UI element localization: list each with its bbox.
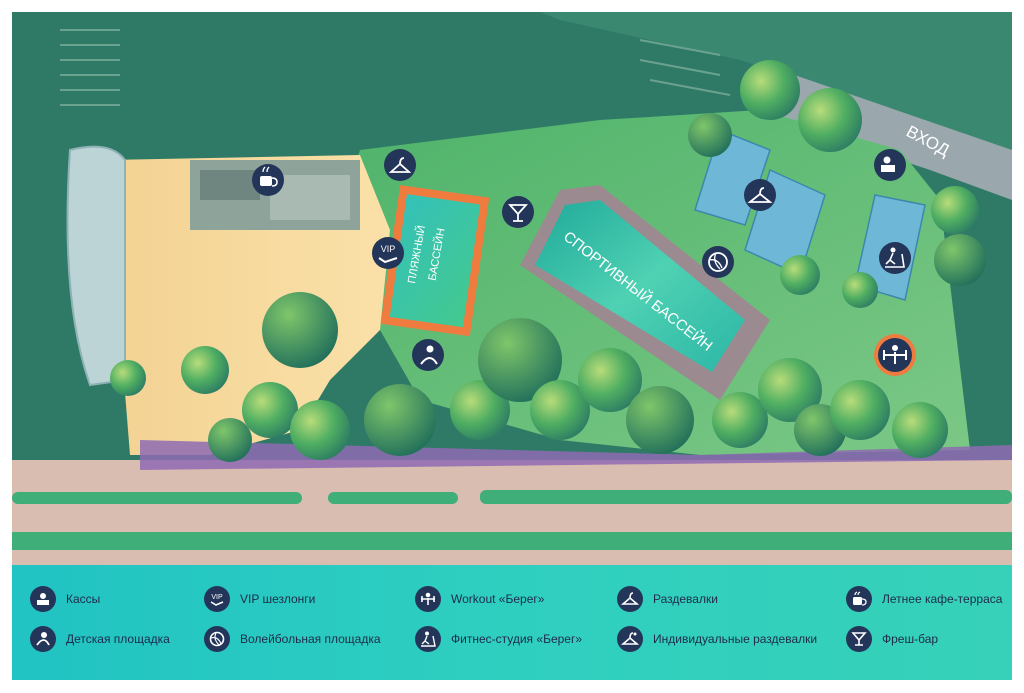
legend-item[interactable]: Летнее кафе-терраса: [846, 585, 1002, 613]
coffee-icon: [846, 586, 872, 612]
map-icon-hanger[interactable]: [744, 179, 776, 211]
volleyball-icon: [204, 626, 230, 652]
median-3: [480, 490, 1012, 504]
legend-item[interactable]: Детская площадка: [30, 625, 170, 653]
legend-label: Фитнес-студия «Берег»: [451, 632, 583, 646]
legend-item[interactable]: Фреш-бар: [846, 625, 938, 653]
legend-item[interactable]: Кассы: [30, 585, 100, 613]
treadmill-icon: [415, 626, 441, 652]
legend-label: Индивидуальные раздевалки: [653, 632, 818, 646]
map-icon-cocktail[interactable]: [502, 196, 534, 228]
road-stripe: [12, 532, 1012, 550]
beach-pool: [380, 185, 490, 337]
map-icon-individual-hanger[interactable]: [384, 149, 416, 181]
map-icon-coffee[interactable]: [252, 164, 284, 196]
legend-label: Летнее кафе-терраса: [882, 592, 1003, 606]
map-icon-vip-lounger[interactable]: VIP: [372, 237, 404, 269]
playground-icon: [30, 626, 56, 652]
legend-item[interactable]: Workout «Берег»: [415, 585, 544, 613]
water-upper-right: [540, 12, 1012, 150]
map-icon-playground[interactable]: [412, 339, 444, 371]
legend: Кассы VIP VIP шезлонги Workout «Берег» Разде…: [12, 565, 1012, 680]
legend-item[interactable]: VIP VIP шезлонги: [204, 585, 315, 613]
legend-label: Workout «Берег»: [451, 592, 545, 606]
legend-item[interactable]: Волейбольная площадка: [204, 625, 381, 653]
cocktail-icon: [846, 626, 872, 652]
median-1: [12, 492, 302, 504]
legend-item[interactable]: Раздевалки: [617, 585, 718, 613]
legend-label: Кассы: [66, 592, 101, 606]
map-icon-workout[interactable]: [874, 334, 916, 376]
legend-item[interactable]: Фитнес-студия «Берег»: [415, 625, 582, 653]
svg-text:VIP: VIP: [211, 594, 223, 601]
legend-label: Детская площадка: [66, 632, 170, 646]
cafe-roof: [200, 170, 260, 200]
vip-badge: VIP: [381, 244, 396, 254]
legend-label: Раздевалки: [653, 592, 718, 606]
pier-lines: [60, 29, 731, 106]
legend-label: VIP шезлонги: [240, 592, 316, 606]
sport-pool-water: [535, 200, 745, 372]
cashier-icon: [30, 586, 56, 612]
legend-item[interactable]: Индивидуальные раздевалки: [617, 625, 817, 653]
individual-hanger-icon: [617, 626, 643, 652]
curved-building: [66, 145, 126, 387]
trees: [110, 60, 986, 462]
map-icon-treadmill[interactable]: [879, 242, 911, 274]
map-icon-volleyball[interactable]: [702, 246, 734, 278]
map-icon-cashier[interactable]: [874, 149, 906, 181]
legend-label: Волейбольная площадка: [240, 632, 381, 646]
median-2: [328, 492, 458, 504]
workout-icon: [415, 586, 441, 612]
vip-lounger-icon: VIP: [204, 586, 230, 612]
legend-label: Фреш-бар: [882, 632, 939, 646]
hanger-icon: [617, 586, 643, 612]
road-curb: [140, 440, 1012, 470]
